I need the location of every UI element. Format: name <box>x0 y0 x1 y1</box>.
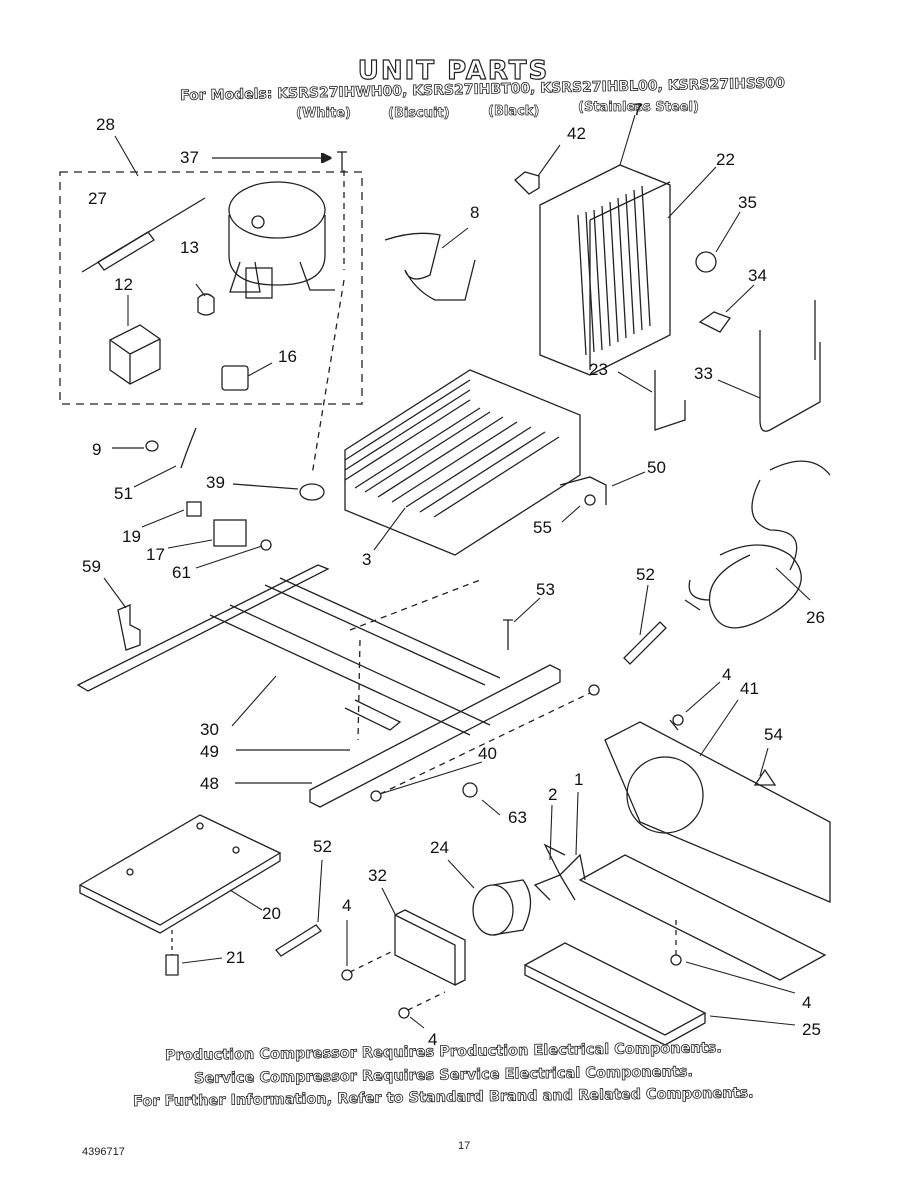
callout-33: 33 <box>694 364 713 383</box>
tube-33 <box>759 300 821 432</box>
callout-22: 22 <box>716 150 735 169</box>
callout-8: 8 <box>470 203 480 222</box>
callout-35: 35 <box>738 193 757 212</box>
callout-40: 40 <box>478 744 497 763</box>
callout-50: 50 <box>647 458 666 477</box>
callout-23: 23 <box>589 360 608 379</box>
callout-39: 39 <box>206 473 225 492</box>
callout-4-bottom: 4 <box>428 1030 438 1049</box>
rail-48 <box>309 664 561 808</box>
callout-9: 9 <box>92 440 102 459</box>
callout-21: 21 <box>226 948 245 967</box>
drain-pan-25 <box>523 942 707 1046</box>
callout-42: 42 <box>567 124 586 143</box>
color-stainless: (Stainless Steel) <box>578 100 700 116</box>
callout-2: 2 <box>548 785 558 804</box>
callout-24: 24 <box>430 838 449 857</box>
relay-12 <box>109 324 161 385</box>
callout-41: 41 <box>740 679 759 698</box>
callout-26: 26 <box>806 608 825 627</box>
shroud-41 <box>578 721 831 981</box>
callout-52-upper: 52 <box>636 565 655 584</box>
color-black: (Black) <box>488 104 540 120</box>
compressor-group-box <box>59 171 363 405</box>
frame-30 <box>76 564 501 736</box>
callout-25: 25 <box>802 1020 821 1039</box>
page-number: 17 <box>458 1140 471 1152</box>
evaporator-3 <box>344 369 581 556</box>
compressor-drawing <box>228 181 335 299</box>
color-biscuit: (Biscuit) <box>388 106 450 122</box>
motor-24 <box>472 879 532 936</box>
page-title: UNIT PARTS <box>357 55 550 86</box>
capacitor-16 <box>221 365 249 391</box>
callout-19: 19 <box>122 527 141 546</box>
callout-34: 34 <box>748 266 767 285</box>
color-white: (White) <box>296 106 352 122</box>
callout-51: 51 <box>114 484 133 503</box>
part-23 <box>654 370 686 431</box>
callout-49: 49 <box>200 742 219 761</box>
callout-4-left: 4 <box>342 896 352 915</box>
callout-61: 61 <box>172 563 191 582</box>
base-plate-20 <box>78 814 282 934</box>
callout-63: 63 <box>508 808 527 827</box>
bracket-32 <box>394 909 466 987</box>
callout-37: 37 <box>180 148 199 167</box>
callout-12: 12 <box>114 275 133 294</box>
callout-27: 27 <box>88 189 107 208</box>
callout-13: 13 <box>180 238 199 257</box>
callout-28: 28 <box>96 115 115 134</box>
tube-8 <box>384 232 476 301</box>
condenser-22 <box>514 164 671 376</box>
callout-54: 54 <box>764 725 783 744</box>
callout-52-lower: 52 <box>313 837 332 856</box>
callout-7: 7 <box>633 100 643 119</box>
callout-55: 55 <box>533 518 552 537</box>
callout-53: 53 <box>536 580 555 599</box>
doc-number: 4396717 <box>82 1146 125 1158</box>
clip-13 <box>197 293 215 316</box>
callout-32: 32 <box>368 866 387 885</box>
callout-4-upper: 4 <box>722 665 732 684</box>
part-34 <box>698 311 732 333</box>
fan-2 <box>533 843 586 901</box>
callout-30: 30 <box>200 720 219 739</box>
callout-59: 59 <box>82 557 101 576</box>
harness-26 <box>684 460 831 629</box>
callout-17: 17 <box>146 545 165 564</box>
callout-1: 1 <box>574 770 584 789</box>
callout-20: 20 <box>262 904 281 923</box>
callout-3: 3 <box>362 550 372 569</box>
part-35 <box>695 251 717 273</box>
callout-48: 48 <box>200 774 219 793</box>
callout-16: 16 <box>278 347 297 366</box>
callout-4-right: 4 <box>802 993 812 1012</box>
